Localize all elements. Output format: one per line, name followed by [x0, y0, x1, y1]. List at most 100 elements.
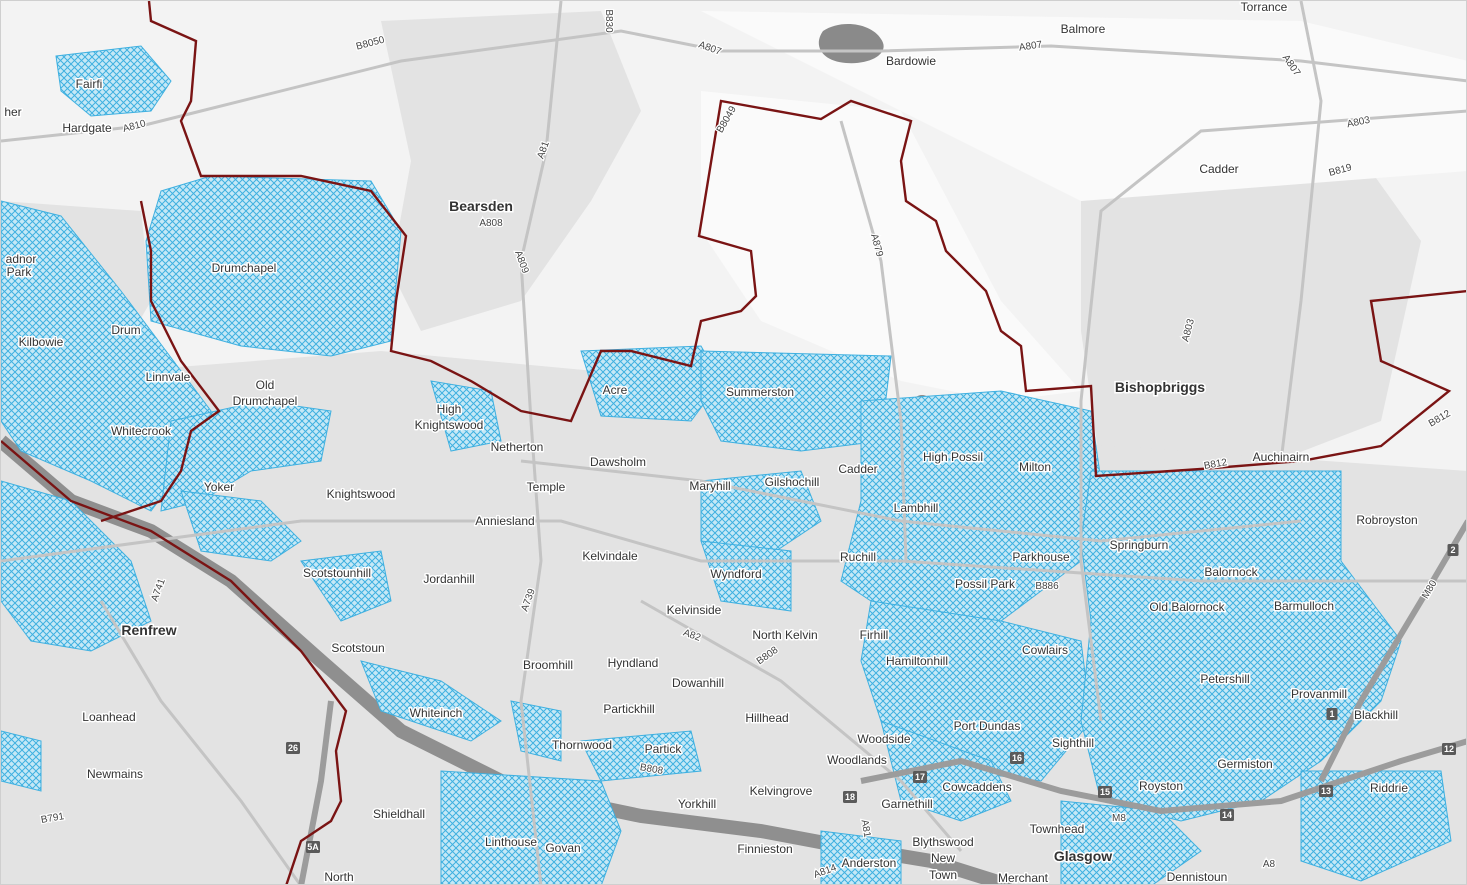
- place-label[interactable]: Town: [927, 867, 958, 884]
- place-label[interactable]: Acre: [601, 382, 629, 399]
- place-label[interactable]: Royston: [1137, 778, 1184, 795]
- place-label[interactable]: Balmore: [1059, 21, 1107, 38]
- place-label[interactable]: North: [323, 869, 355, 885]
- place-label[interactable]: Hardgate: [61, 120, 114, 137]
- place-label[interactable]: Scotstounhill: [301, 565, 372, 582]
- place-label[interactable]: Bardowie: [884, 53, 937, 70]
- place-label[interactable]: Parkhouse: [1011, 549, 1072, 566]
- place-label[interactable]: Park: [5, 264, 34, 281]
- place-label[interactable]: Partick: [643, 741, 684, 758]
- place-label[interactable]: Auchinairn: [1251, 449, 1311, 466]
- place-label[interactable]: Dowanhill: [670, 675, 725, 692]
- place-label[interactable]: Kelvingrove: [748, 783, 814, 800]
- place-label[interactable]: Whiteinch: [408, 705, 464, 722]
- place-label[interactable]: Shieldhall: [371, 806, 426, 823]
- place-label[interactable]: Govan: [544, 840, 582, 857]
- place-label[interactable]: Wyndford: [709, 566, 763, 583]
- place-label[interactable]: Netherton: [489, 439, 545, 456]
- place-label[interactable]: Barmulloch: [1272, 598, 1335, 615]
- place-label[interactable]: Knightswood: [325, 486, 397, 503]
- place-label[interactable]: High Possil: [921, 449, 984, 466]
- place-label[interactable]: Kilbowie: [17, 334, 65, 351]
- place-label[interactable]: High: [435, 401, 463, 418]
- place-label[interactable]: Linnvale: [144, 369, 192, 386]
- place-label[interactable]: Drum: [110, 322, 142, 339]
- place-label[interactable]: Newmains: [85, 766, 144, 783]
- junction-badge: [1319, 785, 1333, 797]
- place-label[interactable]: Whitecrook: [109, 423, 173, 440]
- junction-badge: [1326, 708, 1338, 720]
- place-label[interactable]: Bishopbriggs: [1113, 378, 1206, 397]
- place-label[interactable]: Possil Park: [953, 576, 1017, 593]
- junction-label: 13: [1321, 786, 1331, 796]
- junction-badge: [1442, 743, 1456, 755]
- place-label[interactable]: Blythswood: [911, 834, 975, 851]
- place-label[interactable]: Cadder: [1198, 161, 1240, 178]
- place-label[interactable]: Temple: [525, 479, 567, 496]
- place-label[interactable]: Old Balornock: [1148, 599, 1227, 616]
- place-label[interactable]: Knightswood: [413, 417, 485, 434]
- place-label[interactable]: Kelvinside: [665, 602, 723, 619]
- junction-label: 26: [288, 743, 298, 753]
- place-label[interactable]: Hillhead: [744, 710, 790, 727]
- place-label[interactable]: Sighthill: [1050, 735, 1095, 752]
- place-label[interactable]: Hyndland: [606, 655, 660, 672]
- place-label[interactable]: Balornock: [1203, 564, 1260, 581]
- road-label: A8: [1263, 859, 1276, 870]
- place-label[interactable]: Port Dundas: [952, 718, 1022, 735]
- junction-label: 14: [1222, 810, 1232, 820]
- place-label[interactable]: Blackhill: [1352, 707, 1399, 724]
- place-label[interactable]: adnor: [4, 251, 38, 268]
- place-label[interactable]: Jordanhill: [422, 571, 476, 588]
- place-label[interactable]: Woodside: [856, 731, 912, 748]
- place-label[interactable]: Gilshochill: [763, 474, 821, 491]
- place-label[interactable]: Anderston: [840, 855, 898, 872]
- place-label[interactable]: Summerston: [724, 384, 795, 401]
- place-label[interactable]: Old: [254, 377, 276, 394]
- place-label[interactable]: Merchant: [996, 870, 1050, 885]
- place-label[interactable]: Robroyston: [1355, 512, 1419, 529]
- place-label[interactable]: Cadder: [837, 461, 879, 478]
- place-label[interactable]: Renfrew: [120, 621, 178, 640]
- place-label[interactable]: Thornwood: [550, 737, 613, 754]
- place-label[interactable]: Firhill: [858, 627, 890, 644]
- place-label[interactable]: Anniesland: [474, 513, 536, 530]
- place-label[interactable]: Broomhill: [521, 657, 574, 674]
- place-label[interactable]: Fairfi: [74, 76, 104, 93]
- place-label[interactable]: Yoker: [202, 479, 235, 496]
- place-label[interactable]: Garnethill: [880, 796, 934, 813]
- place-label[interactable]: Partickhill: [602, 701, 656, 718]
- place-label[interactable]: Loanhead: [81, 709, 137, 726]
- place-label[interactable]: Finnieston: [736, 841, 794, 858]
- place-label[interactable]: Petershill: [1199, 671, 1251, 688]
- place-label[interactable]: her: [3, 104, 23, 121]
- place-label[interactable]: Ruchill: [838, 549, 877, 566]
- place-label[interactable]: Linthouse: [483, 834, 538, 851]
- place-label[interactable]: Cowcaddens: [941, 779, 1013, 796]
- place-label[interactable]: Dennistoun: [1165, 869, 1229, 885]
- place-label[interactable]: Cowlairs: [1020, 642, 1069, 659]
- place-label[interactable]: Hamiltonhill: [884, 653, 949, 670]
- place-label[interactable]: Maryhill: [688, 478, 732, 495]
- place-label[interactable]: Drumchapel: [210, 260, 278, 277]
- place-label[interactable]: Milton: [1017, 459, 1052, 476]
- place-label[interactable]: Lambhill: [892, 500, 940, 517]
- place-label[interactable]: Glasgow: [1052, 847, 1113, 866]
- place-label[interactable]: Yorkhill: [676, 796, 717, 813]
- place-label[interactable]: North Kelvin: [751, 627, 819, 644]
- place-label[interactable]: Torrance: [1239, 1, 1289, 16]
- place-label[interactable]: Drumchapel: [231, 393, 299, 410]
- place-label[interactable]: Dawsholm: [588, 454, 647, 471]
- place-label[interactable]: Springburn: [1108, 537, 1170, 554]
- place-label[interactable]: Riddrie: [1368, 780, 1409, 797]
- place-label[interactable]: Germiston: [1216, 756, 1274, 773]
- place-label[interactable]: Townhead: [1028, 821, 1086, 838]
- place-label[interactable]: Scotstoun: [330, 640, 386, 657]
- place-label[interactable]: Provanmill: [1289, 686, 1348, 703]
- place-label[interactable]: Kelvindale: [581, 548, 640, 565]
- place-label[interactable]: Bearsden: [448, 197, 515, 216]
- place-label[interactable]: Woodlands: [826, 752, 889, 769]
- place-label[interactable]: New: [929, 850, 956, 867]
